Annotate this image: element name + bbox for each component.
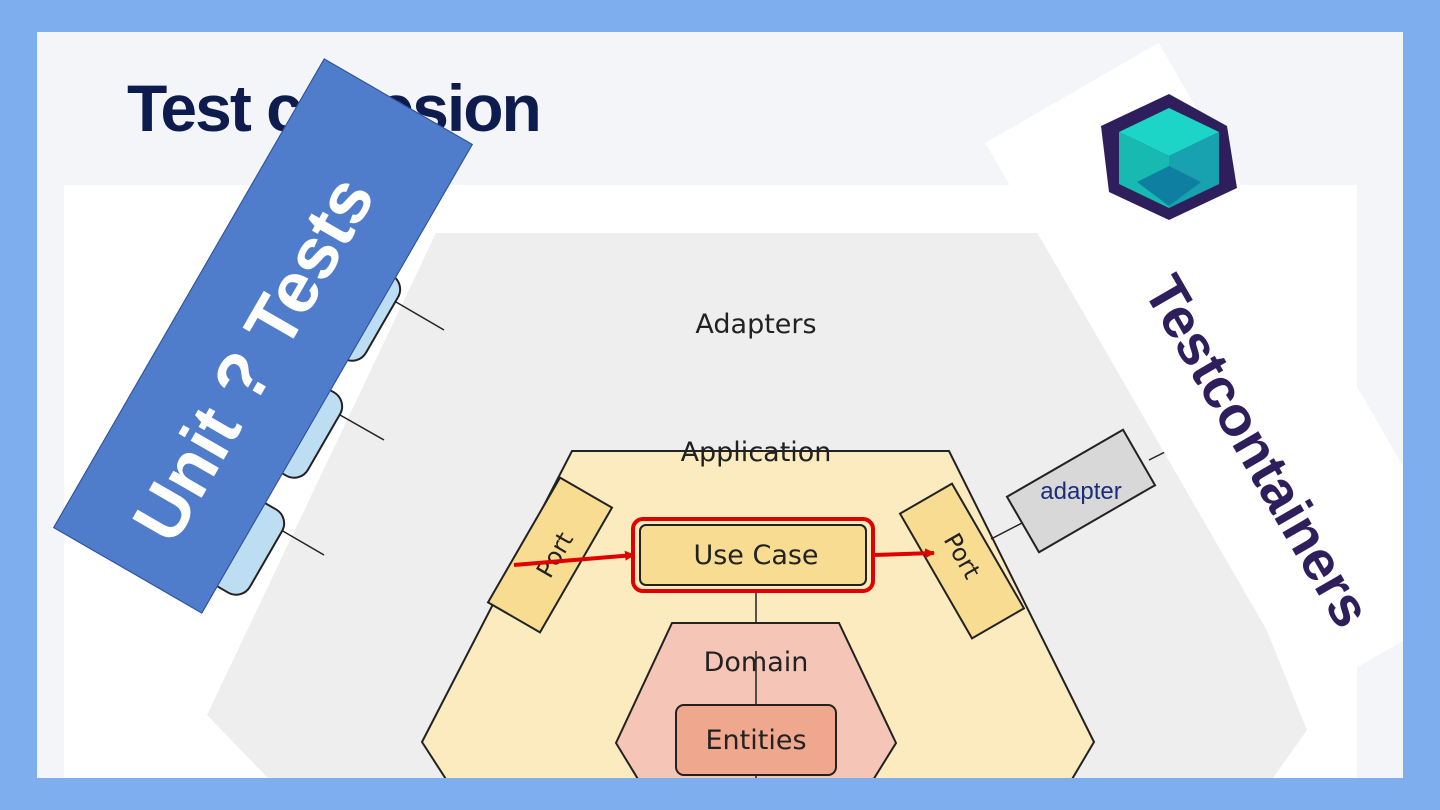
use-case-box: [639, 524, 867, 586]
right-port-box: [898, 482, 1026, 640]
slide: Test cohesion Adapters Application: [37, 32, 1403, 778]
use-case-label: Use Case: [693, 540, 818, 571]
adapter-label: adapter: [1040, 478, 1121, 505]
entities-box: [675, 704, 837, 776]
entities-label: Entities: [705, 725, 806, 756]
application-label: Application: [681, 437, 832, 468]
arrow-port-to-use-case: [513, 550, 635, 567]
adapters-label: Adapters: [695, 309, 816, 340]
adapter-box: [1005, 428, 1157, 554]
left-port-box: [486, 476, 614, 634]
testcontainers-logo-icon: [1101, 94, 1237, 220]
arrow-use-case-to-port: [872, 548, 935, 559]
